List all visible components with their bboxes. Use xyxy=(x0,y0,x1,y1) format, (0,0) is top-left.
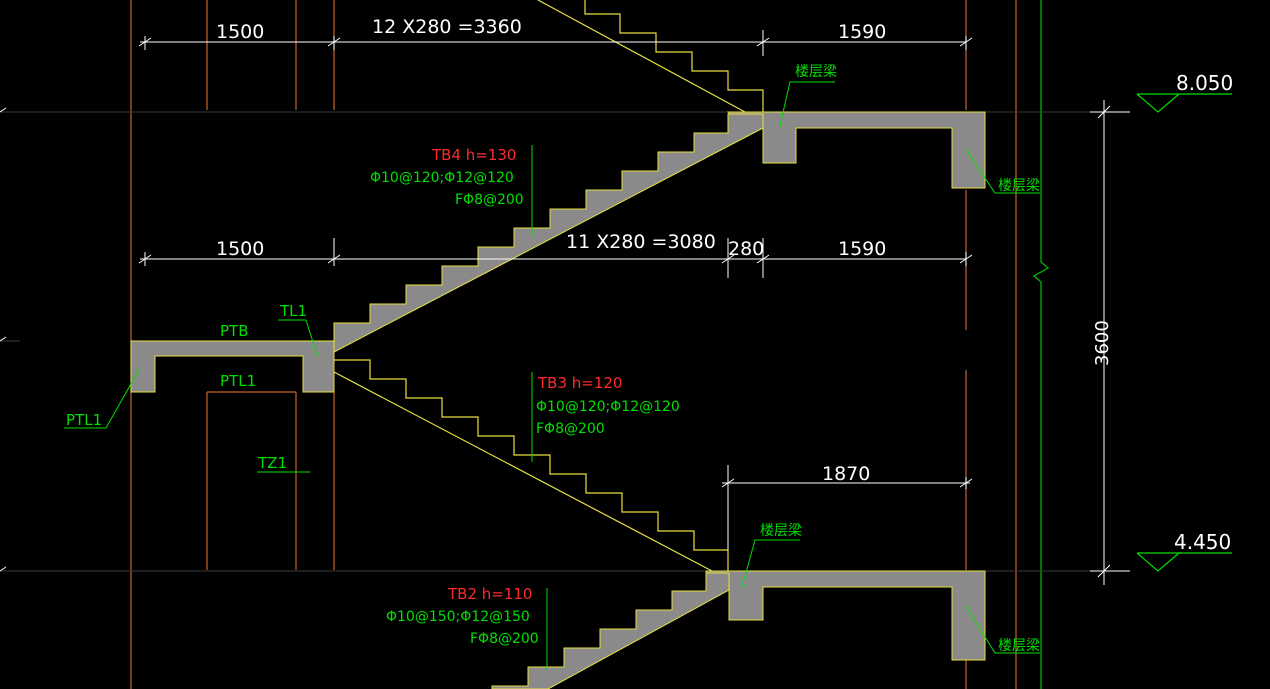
elevation-texts: 8.050 4.450 xyxy=(1174,71,1233,554)
beam-label-lower: 楼层梁 xyxy=(760,523,802,539)
elevation-lower: 4.450 xyxy=(1174,530,1231,554)
tb3-rebar-main: Φ10@120;Φ12@120 xyxy=(536,399,680,415)
tb2-flight xyxy=(491,572,730,689)
ptb-label: PTB xyxy=(220,322,249,340)
ptl1-side-label: PTL1 xyxy=(66,411,102,429)
dim-floor-height: 3600 xyxy=(1092,320,1113,366)
dim-top-left: 1500 xyxy=(216,21,264,43)
tb4-rebar-main: Φ10@120;Φ12@120 xyxy=(370,170,514,186)
tz1-label: TZ1 xyxy=(257,454,287,472)
beam-label-upper: 楼层梁 xyxy=(795,64,837,80)
member-labels: 楼层梁 楼层梁 楼层梁 楼层梁 PTB TL1 PTL1 PTL1 TZ1 xyxy=(66,64,1040,654)
beam-label-upper-right: 楼层梁 xyxy=(998,178,1040,194)
dim-mid-run: 11 X280 =3080 xyxy=(566,231,716,253)
lower-floor-slab xyxy=(705,570,986,661)
wall-break-line xyxy=(1032,0,1050,689)
ptl1-beam-label: PTL1 xyxy=(220,372,256,390)
beam-label-lower-right: 楼层梁 xyxy=(998,638,1040,654)
tb2-rebar-dist: FΦ8@200 xyxy=(470,631,539,647)
dim-top-right: 1590 xyxy=(838,21,886,43)
dim-lower-landing: 1870 xyxy=(822,463,870,485)
stair-concrete xyxy=(130,111,986,689)
tb3-flight-outline xyxy=(333,0,764,572)
dim-mid-step: 280 xyxy=(728,238,764,260)
tb3-title: TB3 h=120 xyxy=(537,374,622,392)
dimension-lines xyxy=(0,30,1130,585)
column-grid-lines xyxy=(130,0,1017,689)
tb2-title: TB2 h=110 xyxy=(447,585,532,603)
elevation-upper: 8.050 xyxy=(1176,71,1233,95)
tb2-rebar-main: Φ10@150;Φ12@150 xyxy=(386,609,530,625)
tl1-label: TL1 xyxy=(279,302,307,320)
elevation-symbols xyxy=(1136,93,1232,572)
tb3-rebar-dist: FΦ8@200 xyxy=(536,421,605,437)
dim-mid-right: 1590 xyxy=(838,238,886,260)
tb4-rebar-dist: FΦ8@200 xyxy=(455,192,524,208)
slab-tb3-notes: TB3 h=120 Φ10@120;Φ12@120 FΦ8@200 xyxy=(536,374,680,437)
dim-top-run: 12 X280 =3360 xyxy=(372,16,522,38)
slab-tb2-notes: TB2 h=110 Φ10@150;Φ12@150 FΦ8@200 xyxy=(386,585,539,647)
slab-tb4-notes: TB4 h=130 Φ10@120;Φ12@120 FΦ8@200 xyxy=(370,146,524,208)
upper-floor-slab xyxy=(726,111,986,189)
dimension-texts: 1500 12 X280 =3360 1590 1500 11 X280 =30… xyxy=(216,16,1113,485)
tb4-title: TB4 h=130 xyxy=(431,146,516,164)
mid-landing-slab xyxy=(130,340,335,393)
leader-lines xyxy=(64,81,1040,670)
dim-mid-left: 1500 xyxy=(216,238,264,260)
tb4-flight xyxy=(333,113,764,353)
